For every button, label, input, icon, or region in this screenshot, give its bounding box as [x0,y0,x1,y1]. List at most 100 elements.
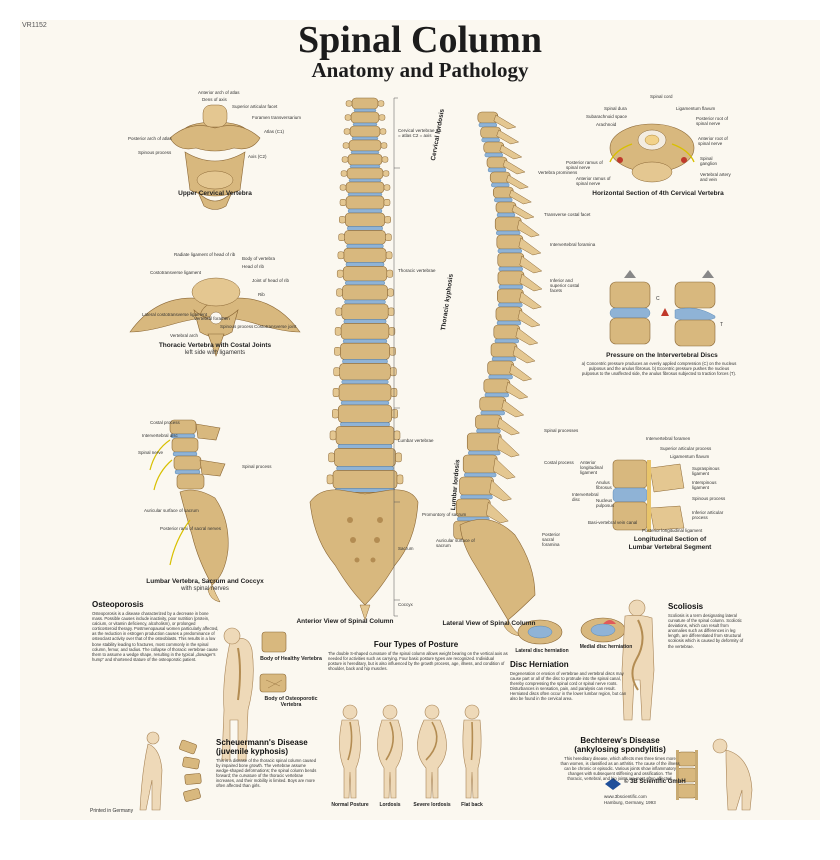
lateral-spinous-process [518,237,542,256]
lat-label-2: Intervertebral foramina [550,242,596,247]
region-sacrum: Sacrum [398,546,414,551]
brand-url: www.3bscientific.com [604,794,647,799]
anterior-disc [344,299,386,305]
anterior-transverse-process [329,430,337,441]
lateral-spinous-process [512,345,536,364]
thoracic-caption: Thoracic Vertebra with Costal Joints [158,342,272,349]
lat-label-1: Transverse costal facet [544,212,591,217]
horizontal-caption: Horizontal Section of 4th Cervical Verte… [592,190,724,197]
disc-herniation-heading: Disc Herniation [510,660,569,669]
anterior-vertebra [342,266,388,282]
osteoporotic-vertebra-caption: Body of Osteoporotic Vertebra [264,696,318,708]
region-cervical: Cervical vertebrae C1 = atlas C2 = axis [398,128,442,138]
anterior-transverse-process [391,409,398,419]
lateral-disc [480,410,505,416]
lateral-spinous-process [508,189,532,205]
ls-seg-label-6: Inferior articular process [692,510,724,520]
anterior-transverse-process [326,474,334,485]
anterior-vertebra [345,195,385,210]
tc-label-6: Lateral costotransverse ligament [142,312,208,317]
ls-seg-label-9: Anterior longitudinal ligament [580,460,603,475]
uc-label-5: Posterior arch of atlas [128,136,172,141]
brand-logo [605,778,621,790]
hs-label-9: Vertebral artery and vein [700,172,731,182]
posture-figure-body [377,719,403,799]
anterior-disc [342,339,388,344]
lateral-disc [468,450,501,456]
illustrations [129,97,753,811]
tc-label-7: Vertebral foramen [194,316,230,321]
poster-title: Spinal Column [298,20,542,61]
bechterew-figures [676,738,753,811]
anterior-disc [350,150,380,155]
lateral-spinous-process [501,399,525,418]
tc-label-0: Radiate ligament of head of rib [174,252,236,257]
brand-address: Hamburg, Germany, 1993 [604,800,656,805]
tc-label-4: Joint of head of rib [252,278,290,283]
lateral-spine-illustration [453,111,543,546]
anterior-transverse-process [396,474,404,485]
posture-heading: Four Types of Posture [373,640,459,649]
lateral-disc [460,494,493,500]
anterior-disc [343,319,387,324]
anterior-vertebra [351,97,379,110]
anterior-transverse-process [332,388,340,397]
lateral-disc [491,182,510,188]
anterior-disc [347,208,383,214]
anterior-disc [351,136,379,141]
lateral-vertebra [459,476,494,496]
poster-subtitle: Anatomy and Pathology [311,58,529,82]
product-code: VR1152 [22,22,47,29]
ls-seg-label-12: Nucleus pulposus [596,498,615,508]
posture-label-0: Normal Posture [331,802,369,808]
anterior-transverse-process [339,216,346,224]
lat-label-0: Vertebra prominens [538,170,578,175]
lateral-disc [498,284,524,290]
lateral-disc [496,320,522,326]
anterior-transverse-process [388,327,396,336]
longitudinal-caption2: Lumbar Vertebral Segment [628,544,712,551]
anterior-transverse-process [384,216,391,224]
scheuermann-heading2: (juvenile kyphosis) [216,747,289,756]
posture-figure-head [342,704,358,720]
tc-label-1: Body of vertebra [242,256,276,261]
anterior-spine-illustration [323,97,407,533]
lateral-spinous-process [519,255,543,274]
scoliosis-figure [621,599,655,721]
uc-label-2: Superior articular facet [232,104,278,109]
scoliosis-heading: Scoliosis [668,602,704,611]
lateral-spinous-process [497,417,521,436]
lateral-disc [476,428,501,434]
anterior-transverse-process [344,114,352,121]
anterior-disc [347,226,383,231]
lat-label-3: Inferior and superior costal facets [550,278,580,293]
anterior-vertebra [338,383,392,402]
posture-figure-body [417,719,447,799]
anterior-vertebra [343,247,387,263]
posture-figure-body [339,719,361,799]
ls-seg-label-0: Intervertebral foramen [646,436,691,441]
posture-figures [339,704,482,799]
lateral-spinous-process [516,219,540,238]
anterior-transverse-process [339,184,347,191]
ls-label-2: Spinal nerve [138,450,164,455]
lumbar-subcaption: with spinal nerves [181,586,229,592]
thoracic-subcaption: left side with ligaments [184,350,246,356]
upper-cervical-caption: Upper Cervical Vertebra [178,190,252,197]
anterior-sacrum [309,489,419,621]
pressure-caption: Pressure on the Intervertebral Discs [606,352,718,359]
anterior-vertebra [334,448,396,467]
anterior-caption: Anterior View of Spinal Column [296,618,394,625]
hs-label-3: Subarachnoid space [586,114,628,119]
lateral-spinous-process [496,435,520,458]
anterior-transverse-process [395,452,402,463]
anterior-transverse-process [340,170,348,177]
anterior-disc [352,122,378,127]
ls-label-5: Posterior rami of sacral nerves [160,526,222,531]
lumbar-sacrum-illustration [149,419,229,603]
lateral-spinous-process [489,479,513,502]
posture-figure-head [382,704,398,720]
scoliosis-text: Scoliosis is a term designating lateral … [668,613,744,649]
uc-label-1: Dens of axis [202,97,227,102]
brand-name: © 3B Scientific GmbH [624,779,686,785]
